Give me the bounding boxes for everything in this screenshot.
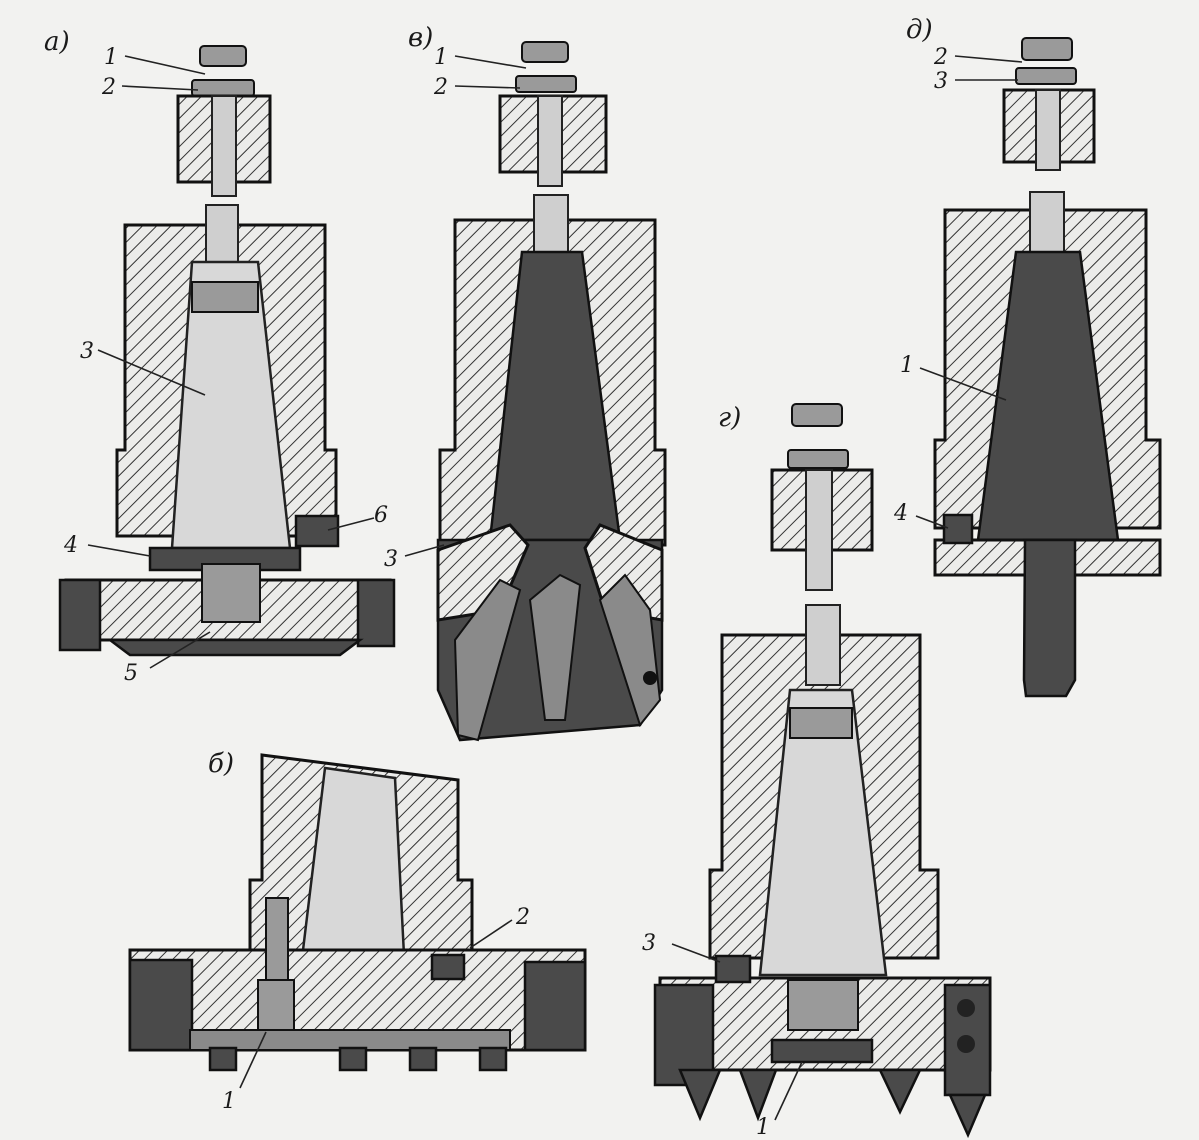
panel-b-callout-2: 2 [515,905,530,930]
panel-d-label: д) [906,15,933,45]
panel-d: д) 2 3 1 4 [893,15,1162,698]
panel-a-callout-4: 4 [63,533,78,558]
panel-d-callout-3: 3 [934,69,948,94]
panel-a-callout-3: 3 [80,339,94,364]
panel-d-callout-4: 4 [893,501,908,526]
panel-v: в) 1 2 3 [384,23,667,742]
panel-d-drawbolt [1002,37,1096,171]
panel-v-callout-1: 1 [434,45,448,70]
panel-a-callout-6: 6 [374,503,388,528]
panel-b-callout-1: 1 [222,1089,236,1114]
panel-v-callout-2: 2 [433,75,448,100]
panel-g-label: г) [718,403,741,433]
panel-d-callout-2: 2 [933,45,948,70]
panel-v-callout-3: 3 [384,547,398,572]
panel-b: б) 2 1 [128,749,587,1114]
panel-d-end-mill [1022,538,1077,698]
panel-g-callout-3: 3 [642,931,656,956]
panel-g-callout-1: 1 [756,1115,770,1140]
panel-g: г) 3 1 [642,403,992,1140]
panel-a-drawbolt [176,45,272,197]
panel-v-drawbolt [498,41,608,187]
panel-a: а) 1 2 3 4 5 6 [44,27,396,686]
panel-g-drawbolt [770,403,874,591]
panel-a-callout-1: 1 [104,45,118,70]
panel-a-callout-2: 2 [101,75,116,100]
panel-a-label: а) [44,27,70,57]
panel-a-callout-5: 5 [124,661,138,686]
panel-d-callout-1: 1 [900,353,914,378]
panel-v-label: в) [408,23,433,53]
panel-g-taper-shank [758,688,888,977]
panel-b-label: б) [208,749,234,779]
